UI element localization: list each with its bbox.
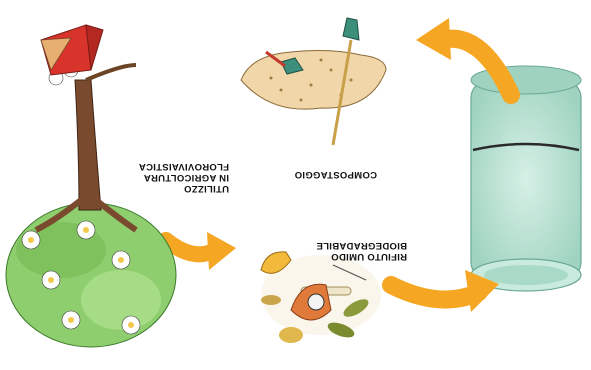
arrow-bin-to-soil: [416, 18, 511, 95]
compost-bin: [471, 66, 581, 291]
agricultural-use-label: UTILIZZO IN AGRICOLTURA FLOROVIVAISTICA: [139, 161, 229, 194]
arrow-tree-to-waste: [166, 232, 236, 270]
organic-waste-pile: [261, 252, 381, 343]
compost-label: COMPOSTAGGIO: [294, 169, 377, 180]
agricultural-use-label-line2: IN AGRICOLTURA: [139, 172, 229, 183]
organic-waste-label-line2: BIODEGRADABILE: [316, 240, 407, 251]
agricultural-use-label-line3: FLOROVIVAISTICA: [139, 161, 229, 172]
compost-soil-mound: [241, 18, 386, 145]
compost-label-text: COMPOSTAGGIO: [294, 169, 377, 180]
organic-waste-label: RIFIUTO UMIDO BIODEGRADABILE: [316, 240, 407, 262]
organic-waste-label-line1: RIFIUTO UMIDO: [316, 251, 407, 262]
agricultural-use-label-line1: UTILIZZO: [139, 183, 229, 194]
